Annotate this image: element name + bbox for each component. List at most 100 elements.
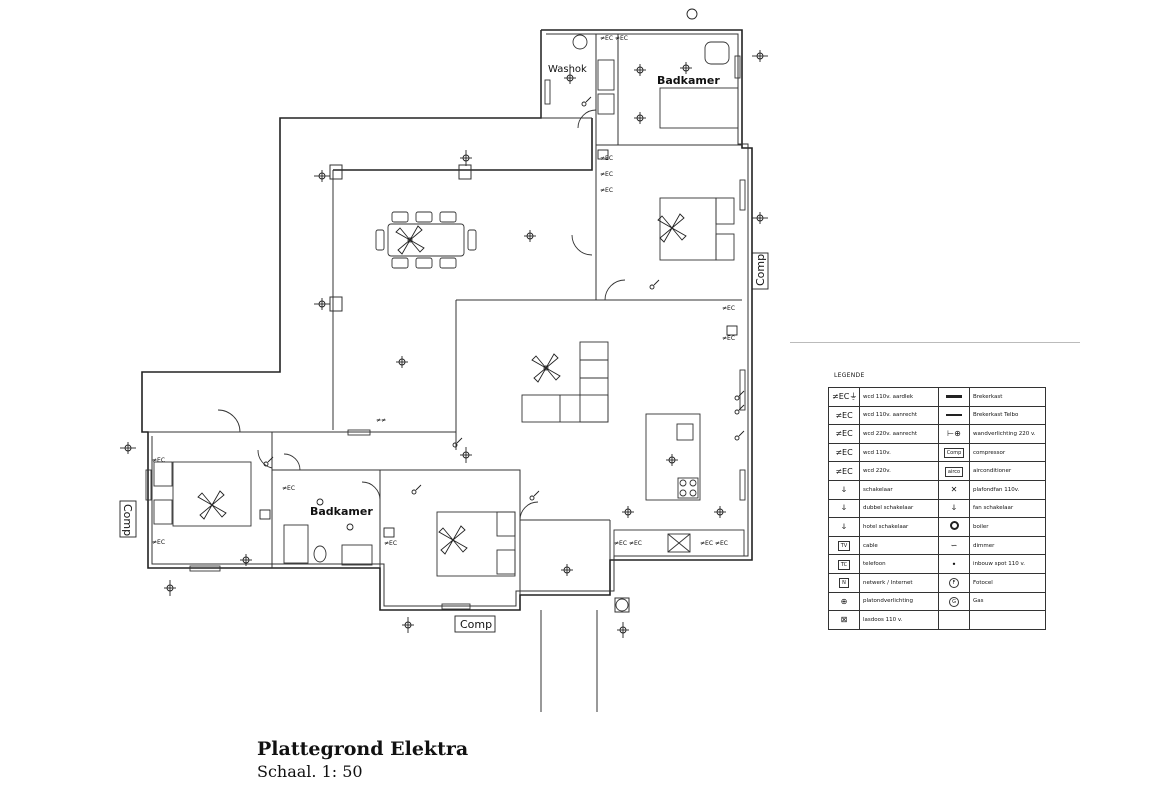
legend-label: plafondfan 110v. [969, 479, 1046, 500]
legend-row: ↆ schakelaar ✕ plafondfan 110v. [828, 479, 1046, 500]
legend-label: lasdoos 110 v. [859, 610, 939, 630]
legend-label: cable [859, 535, 939, 556]
socket-icon: ≠EC [152, 539, 165, 546]
switch-icon [734, 404, 745, 415]
ceiling-light-icon [680, 62, 692, 74]
ceiling-lights [240, 62, 726, 576]
switch-icon [411, 484, 422, 495]
legend-label: wandverlichting 220 v. [969, 424, 1046, 444]
wall-light-icon [120, 442, 136, 454]
svg-text:≠EC ≠EC: ≠EC ≠EC [614, 540, 642, 547]
socket-icon: ≠EC [152, 457, 165, 464]
ceiling-light-icon [634, 112, 646, 124]
switch-icon [581, 96, 592, 107]
svg-text:≠EC: ≠EC [722, 335, 735, 342]
svg-text:≠EC ≠EC: ≠EC ≠EC [600, 35, 628, 42]
socket-110-icon: ≠EC [835, 448, 853, 458]
legend-label: hotel schakelaar [859, 517, 939, 537]
boiler-icon [949, 521, 959, 531]
wall-light-icon [752, 212, 768, 224]
switch-icon [734, 390, 745, 401]
compressor-bottom [454, 615, 496, 633]
legend-label: schakelaar [859, 479, 939, 500]
socket-icon: ≠EC [722, 305, 735, 312]
fan-switch-icon: ↆ [951, 503, 957, 513]
socket-icon: ≠≠ [376, 417, 386, 424]
ceiling-light-icon [524, 230, 536, 242]
socket-icon: ≠EC [282, 485, 295, 492]
network-icon [597, 149, 609, 160]
ceiling-fan-icon [438, 525, 468, 555]
ceiling-fan-icon [197, 490, 227, 520]
legend-label: airconditioner [969, 461, 1046, 481]
socket-icon: ≠EC [600, 171, 613, 178]
switches [263, 96, 745, 501]
legend-label: Gas [969, 591, 1046, 612]
legend-row: ⊠lasdoos 110 v. [828, 610, 1046, 630]
legend-label: dubbel schakelaar [859, 498, 939, 519]
svg-text:≠EC: ≠EC [600, 171, 613, 178]
legend-label: dimmer [969, 535, 1046, 556]
gas-icon: G [949, 596, 959, 607]
compressors: Comp Comp Comp [119, 252, 769, 633]
svg-text:≠EC: ≠EC [152, 539, 165, 546]
socket-220-icon: ≠EC [835, 466, 853, 476]
socket-icon: ≠EC [384, 540, 397, 547]
compressor-left-label: Comp [121, 504, 134, 536]
switch-icon [734, 430, 745, 441]
spot-icon: • [951, 559, 957, 569]
bar-thin-icon [946, 414, 962, 417]
legend-label: inbouw spot 110 v. [969, 554, 1046, 574]
compressor-right [751, 252, 769, 290]
ceiling-light-icon: ⊕ [840, 596, 848, 606]
wall-light-icon [752, 50, 768, 62]
socket-icon: ≠EC ≠EC [600, 35, 628, 42]
socket-icon: ≠EC [600, 155, 613, 162]
dimmer-icon: ∽ [950, 541, 958, 551]
ceiling-fan-icon: ✕ [950, 485, 958, 495]
ceiling-light-icon [316, 498, 324, 506]
switch-icon [452, 437, 463, 448]
switch-icon: ↆ [841, 484, 847, 494]
legend-label: compressor [969, 442, 1046, 463]
legend-title: LEGENDE [834, 372, 865, 379]
compressor-left [119, 500, 137, 538]
svg-text:≠EC: ≠EC [722, 305, 735, 312]
ceiling-light-icon [622, 506, 634, 518]
ceiling-fan-icon [657, 213, 687, 243]
network-icon: N [839, 578, 849, 589]
ceiling-light-icon [240, 554, 252, 566]
legend-label: wcd 110v. aanrecht [859, 405, 939, 426]
separator-line [790, 342, 1080, 343]
room-label-badkamer-1: Badkamer [657, 74, 720, 87]
network-icon [383, 527, 395, 538]
ceiling-light-icon [666, 454, 678, 466]
hotel-switch-icon: ↆ [841, 521, 847, 531]
ceiling-light-icon [564, 72, 576, 84]
socket-220-upright-icon: ≠EC [835, 429, 853, 439]
drawing-scale: Schaal. 1: 50 [257, 762, 363, 781]
furniture [153, 34, 745, 612]
switch-icon [263, 456, 274, 467]
openings [145, 55, 746, 610]
socket-icon: ≠EC [722, 335, 735, 342]
photocell-icon: F [949, 578, 959, 589]
legend-label: netwerk / Internet [859, 572, 939, 593]
bar-thick-icon [946, 395, 962, 399]
legend-label: boiler [969, 517, 1046, 537]
drawing-title: Plattegrond Elektra [257, 738, 469, 760]
title-block: Plattegrond Elektra Schaal. 1: 50 [257, 737, 468, 783]
legend-label: Brekerkast [969, 387, 1046, 407]
switch-icon [529, 490, 540, 501]
